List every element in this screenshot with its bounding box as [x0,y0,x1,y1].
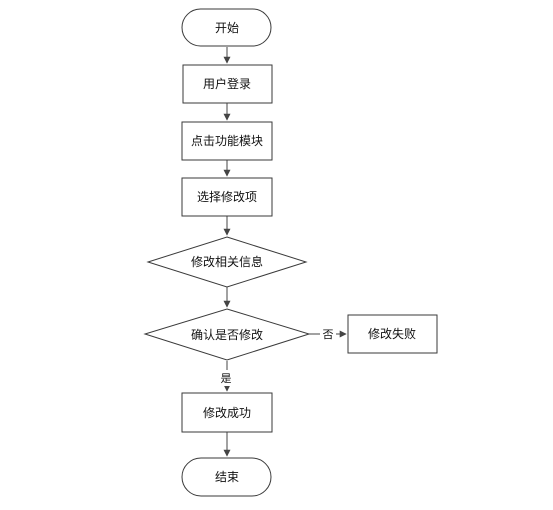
edge-label-bg-yes [218,370,234,386]
node-end-label: 结束 [215,470,239,484]
node-end: 结束 [181,457,272,497]
node-modify-info-label: 修改相关信息 [191,254,263,269]
node-login: 用户登录 [182,64,273,104]
node-select-item-label: 选择修改项 [197,189,257,204]
node-fail-label: 修改失败 [368,326,416,341]
node-start: 开始 [181,8,272,47]
node-modify-info: 修改相关信息 [146,236,308,288]
node-success: 修改成功 [181,392,273,433]
node-success-label: 修改成功 [203,405,251,420]
node-click-module: 点击功能模块 [181,121,273,161]
node-confirm: 确认是否修改 [143,308,311,361]
node-start-label: 开始 [215,21,239,35]
node-login-label: 用户登录 [203,76,251,91]
edge-label-no: 否 [323,328,334,341]
edge-label-bg-no [320,326,336,342]
node-fail: 修改失败 [347,314,438,354]
node-select-item: 选择修改项 [181,177,273,217]
node-click-module-label: 点击功能模块 [191,134,263,148]
edge-label-yes: 是 [221,372,232,385]
node-confirm-label: 确认是否修改 [191,327,263,342]
